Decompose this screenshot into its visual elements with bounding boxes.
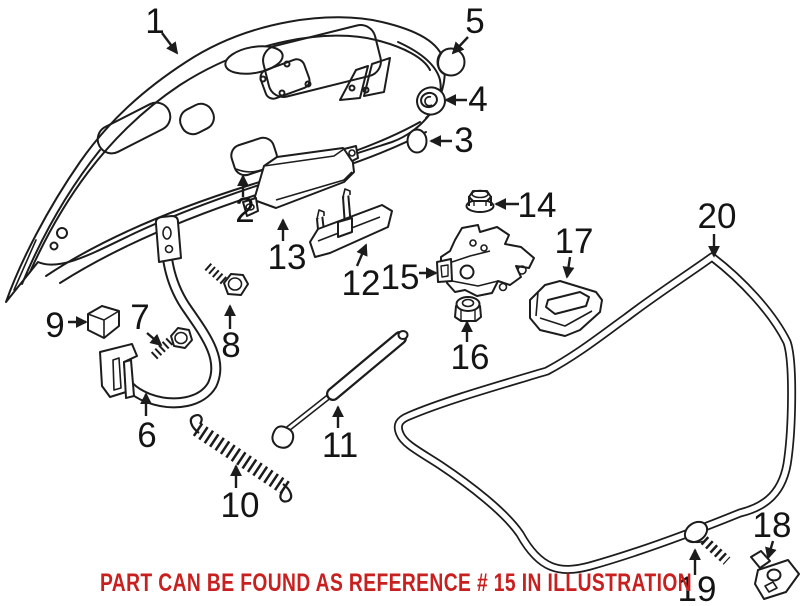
part-14-flange-nut xyxy=(465,189,495,213)
part-13-license-lamp xyxy=(242,145,359,217)
part-6-hinge-arm xyxy=(99,215,222,409)
part-label-3: 3 xyxy=(454,121,473,160)
part-label-5: 5 xyxy=(465,2,484,41)
part-label-9: 9 xyxy=(45,306,64,345)
part-label-10: 10 xyxy=(221,486,260,525)
part-1-trunk-lid xyxy=(5,16,446,303)
part-label-11: 11 xyxy=(322,426,358,465)
part-label-6: 6 xyxy=(137,416,156,455)
leader-arrow-18 xyxy=(765,540,777,560)
leader-arrow-5 xyxy=(451,36,469,55)
leader-arrow-17 xyxy=(562,256,575,279)
part-8-bolt xyxy=(203,261,249,296)
part-label-14: 14 xyxy=(518,186,557,225)
part-9-cover-cap xyxy=(87,305,120,339)
leader-arrows xyxy=(68,32,777,575)
leader-arrow-7 xyxy=(146,332,163,347)
part-label-8: 8 xyxy=(221,326,240,365)
part-label-17: 17 xyxy=(555,222,594,261)
part-3-plug xyxy=(406,128,428,154)
part-17-striker-cover xyxy=(529,280,603,337)
part-5-cap xyxy=(436,47,466,77)
part-11-gas-strut xyxy=(271,330,409,449)
part-18-clip xyxy=(750,550,800,600)
part-19-screw xyxy=(683,520,731,565)
leader-arrow-1 xyxy=(161,32,179,55)
part-label-2: 2 xyxy=(235,191,254,230)
part-label-18: 18 xyxy=(753,506,792,545)
part-15-lock xyxy=(436,224,535,297)
part-16-grommet-nut xyxy=(454,296,482,322)
part-label-16: 16 xyxy=(451,338,490,377)
leader-arrow-12 xyxy=(355,243,368,267)
part-label-15: 15 xyxy=(381,258,420,297)
part-label-19: 19 xyxy=(678,570,717,606)
part-label-1: 1 xyxy=(145,2,164,41)
part-label-13: 13 xyxy=(268,238,307,277)
notice-text: PART CAN BE FOUND AS REFERENCE # 15 IN I… xyxy=(100,569,692,597)
part-label-12: 12 xyxy=(342,264,381,303)
callout-labels: 1 2 3 4 5 6 7 8 9 10 11 12 13 14 15 16 1… xyxy=(45,2,791,606)
part-label-4: 4 xyxy=(468,80,487,119)
part-label-20: 20 xyxy=(698,197,737,236)
part-20-seal xyxy=(393,252,797,574)
part-label-7: 7 xyxy=(130,298,149,337)
part-10-spring xyxy=(189,414,293,503)
part-12-lamp-housing xyxy=(309,188,393,258)
part-7-bolt xyxy=(149,327,193,361)
